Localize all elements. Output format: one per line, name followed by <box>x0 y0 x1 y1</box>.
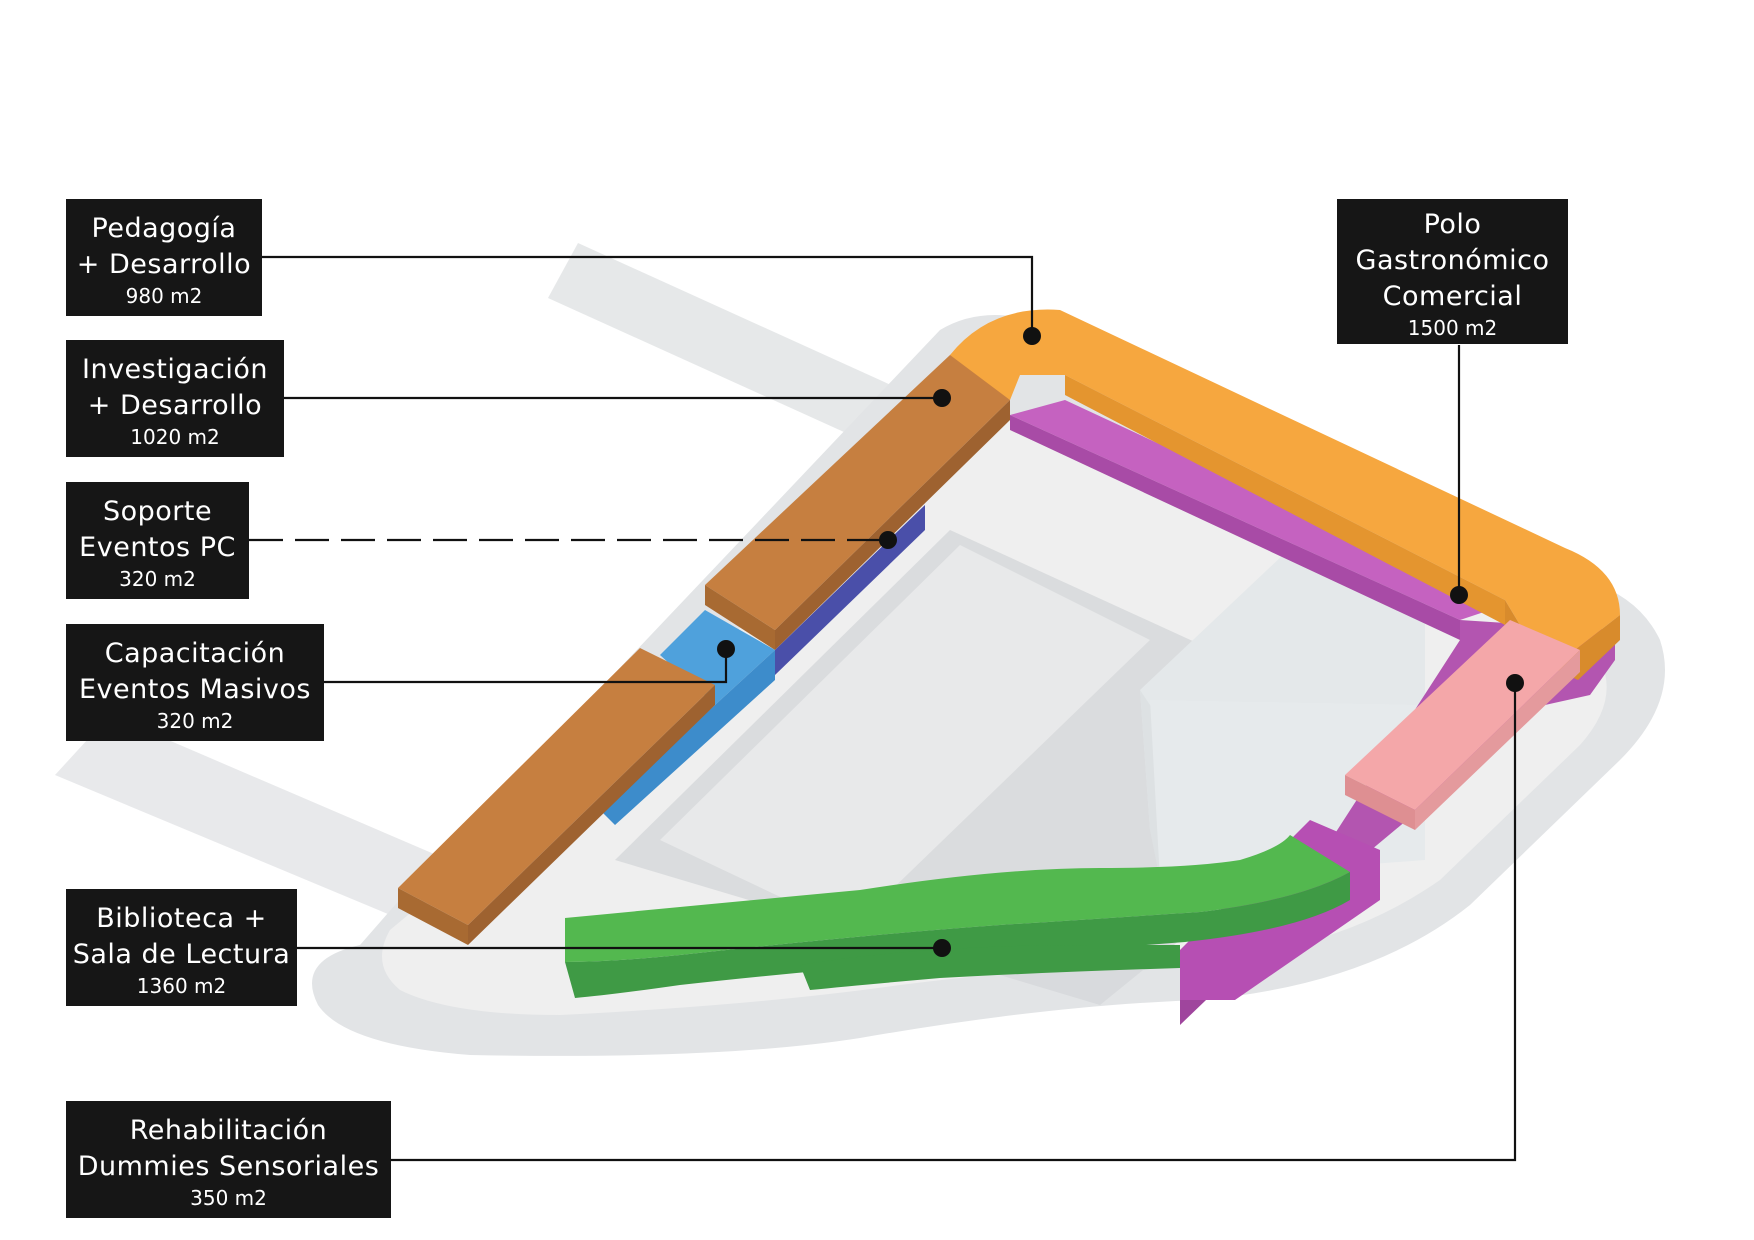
courtyard-inner <box>660 545 1150 930</box>
label-investigacion-line1: Investigación <box>82 354 268 385</box>
label-polo: Polo Gastronómico Comercial 1500 m2 <box>1337 199 1568 344</box>
dot-soporte <box>879 531 897 549</box>
biblioteca-volume-lower <box>800 945 1180 990</box>
label-soporte-line1: Soporte <box>102 496 213 527</box>
leader-capacitacion <box>324 649 728 684</box>
label-pedagogia-line2: + Desarrollo <box>76 249 252 280</box>
biblioteca-volume-face <box>565 872 1350 998</box>
label-soporte-area: 320 m2 <box>119 567 196 591</box>
rehabilitacion-volume-top <box>1345 620 1580 810</box>
rehabilitacion-volume-face <box>1345 775 1415 830</box>
label-rehabilitacion-line2: Dummies Sensoriales <box>77 1151 380 1182</box>
polo-volume-face <box>1010 415 1460 640</box>
leader-lines <box>249 255 1517 1162</box>
rehabilitacion-volume-side <box>1415 650 1580 830</box>
label-rehabilitacion-area: 350 m2 <box>190 1186 267 1210</box>
label-biblioteca: Biblioteca + Sala de Lectura 1360 m2 <box>66 889 297 1006</box>
dot-investigacion <box>933 389 951 407</box>
label-polo-line3: Comercial <box>1382 281 1523 312</box>
program-volumes <box>398 309 1620 1025</box>
dot-pedagogia <box>1023 327 1041 345</box>
investigacion-lower-top <box>398 648 715 925</box>
dot-capacitacion <box>717 640 735 658</box>
label-polo-line2: Gastronómico <box>1355 245 1550 276</box>
label-investigacion: Investigación + Desarrollo 1020 m2 <box>66 340 284 457</box>
investigacion-lower-side <box>468 685 715 945</box>
label-investigacion-line2: + Desarrollo <box>87 390 263 421</box>
label-capacitacion-area: 320 m2 <box>156 709 234 733</box>
label-capacitacion-line2: Eventos Masivos <box>79 674 311 705</box>
label-biblioteca-line1: Biblioteca + <box>96 903 267 934</box>
dot-biblioteca <box>933 939 951 957</box>
pedagogia-volume-inner <box>1065 375 1505 625</box>
leader-pedagogia <box>262 255 1034 336</box>
label-biblioteca-line2: Sala de Lectura <box>72 939 291 970</box>
biblioteca-volume-top <box>565 835 1350 962</box>
capacitacion-volume-face <box>600 650 775 825</box>
label-polo-area: 1500 m2 <box>1407 316 1498 340</box>
label-capacitacion: Capacitación Eventos Masivos 320 m2 <box>66 624 324 741</box>
label-soporte-line2: Eventos PC <box>79 532 236 563</box>
leader-rehabilitacion <box>391 683 1517 1162</box>
label-capacitacion-line1: Capacitación <box>104 638 286 669</box>
label-polo-line1: Polo <box>1423 209 1482 240</box>
dot-rehabilitacion <box>1506 674 1524 692</box>
dot-polo <box>1450 586 1468 604</box>
leader-dots <box>717 327 1524 957</box>
label-pedagogia-area: 980 m2 <box>125 284 203 308</box>
label-pedagogia: Pedagogía + Desarrollo 980 m2 <box>66 199 262 316</box>
investigacion-volume-face <box>705 585 775 650</box>
label-investigacion-area: 1020 m2 <box>130 425 220 449</box>
pedagogia-volume-face <box>1505 600 1620 680</box>
capacitacion-volume-top <box>660 610 775 705</box>
label-soporte: Soporte Eventos PC 320 m2 <box>66 482 249 599</box>
investigacion-lower-face <box>398 888 468 945</box>
label-rehabilitacion-line1: Rehabilitación <box>129 1115 328 1146</box>
investigacion-volume-top <box>705 355 1010 630</box>
pedagogia-volume-top <box>950 309 1620 650</box>
investigacion-volume-side <box>775 400 1010 650</box>
polo-volume-top <box>1010 400 1505 620</box>
label-pedagogia-line1: Pedagogía <box>91 213 237 244</box>
label-biblioteca-area: 1360 m2 <box>136 974 227 998</box>
label-rehabilitacion: Rehabilitación Dummies Sensoriales 350 m… <box>66 1101 391 1218</box>
